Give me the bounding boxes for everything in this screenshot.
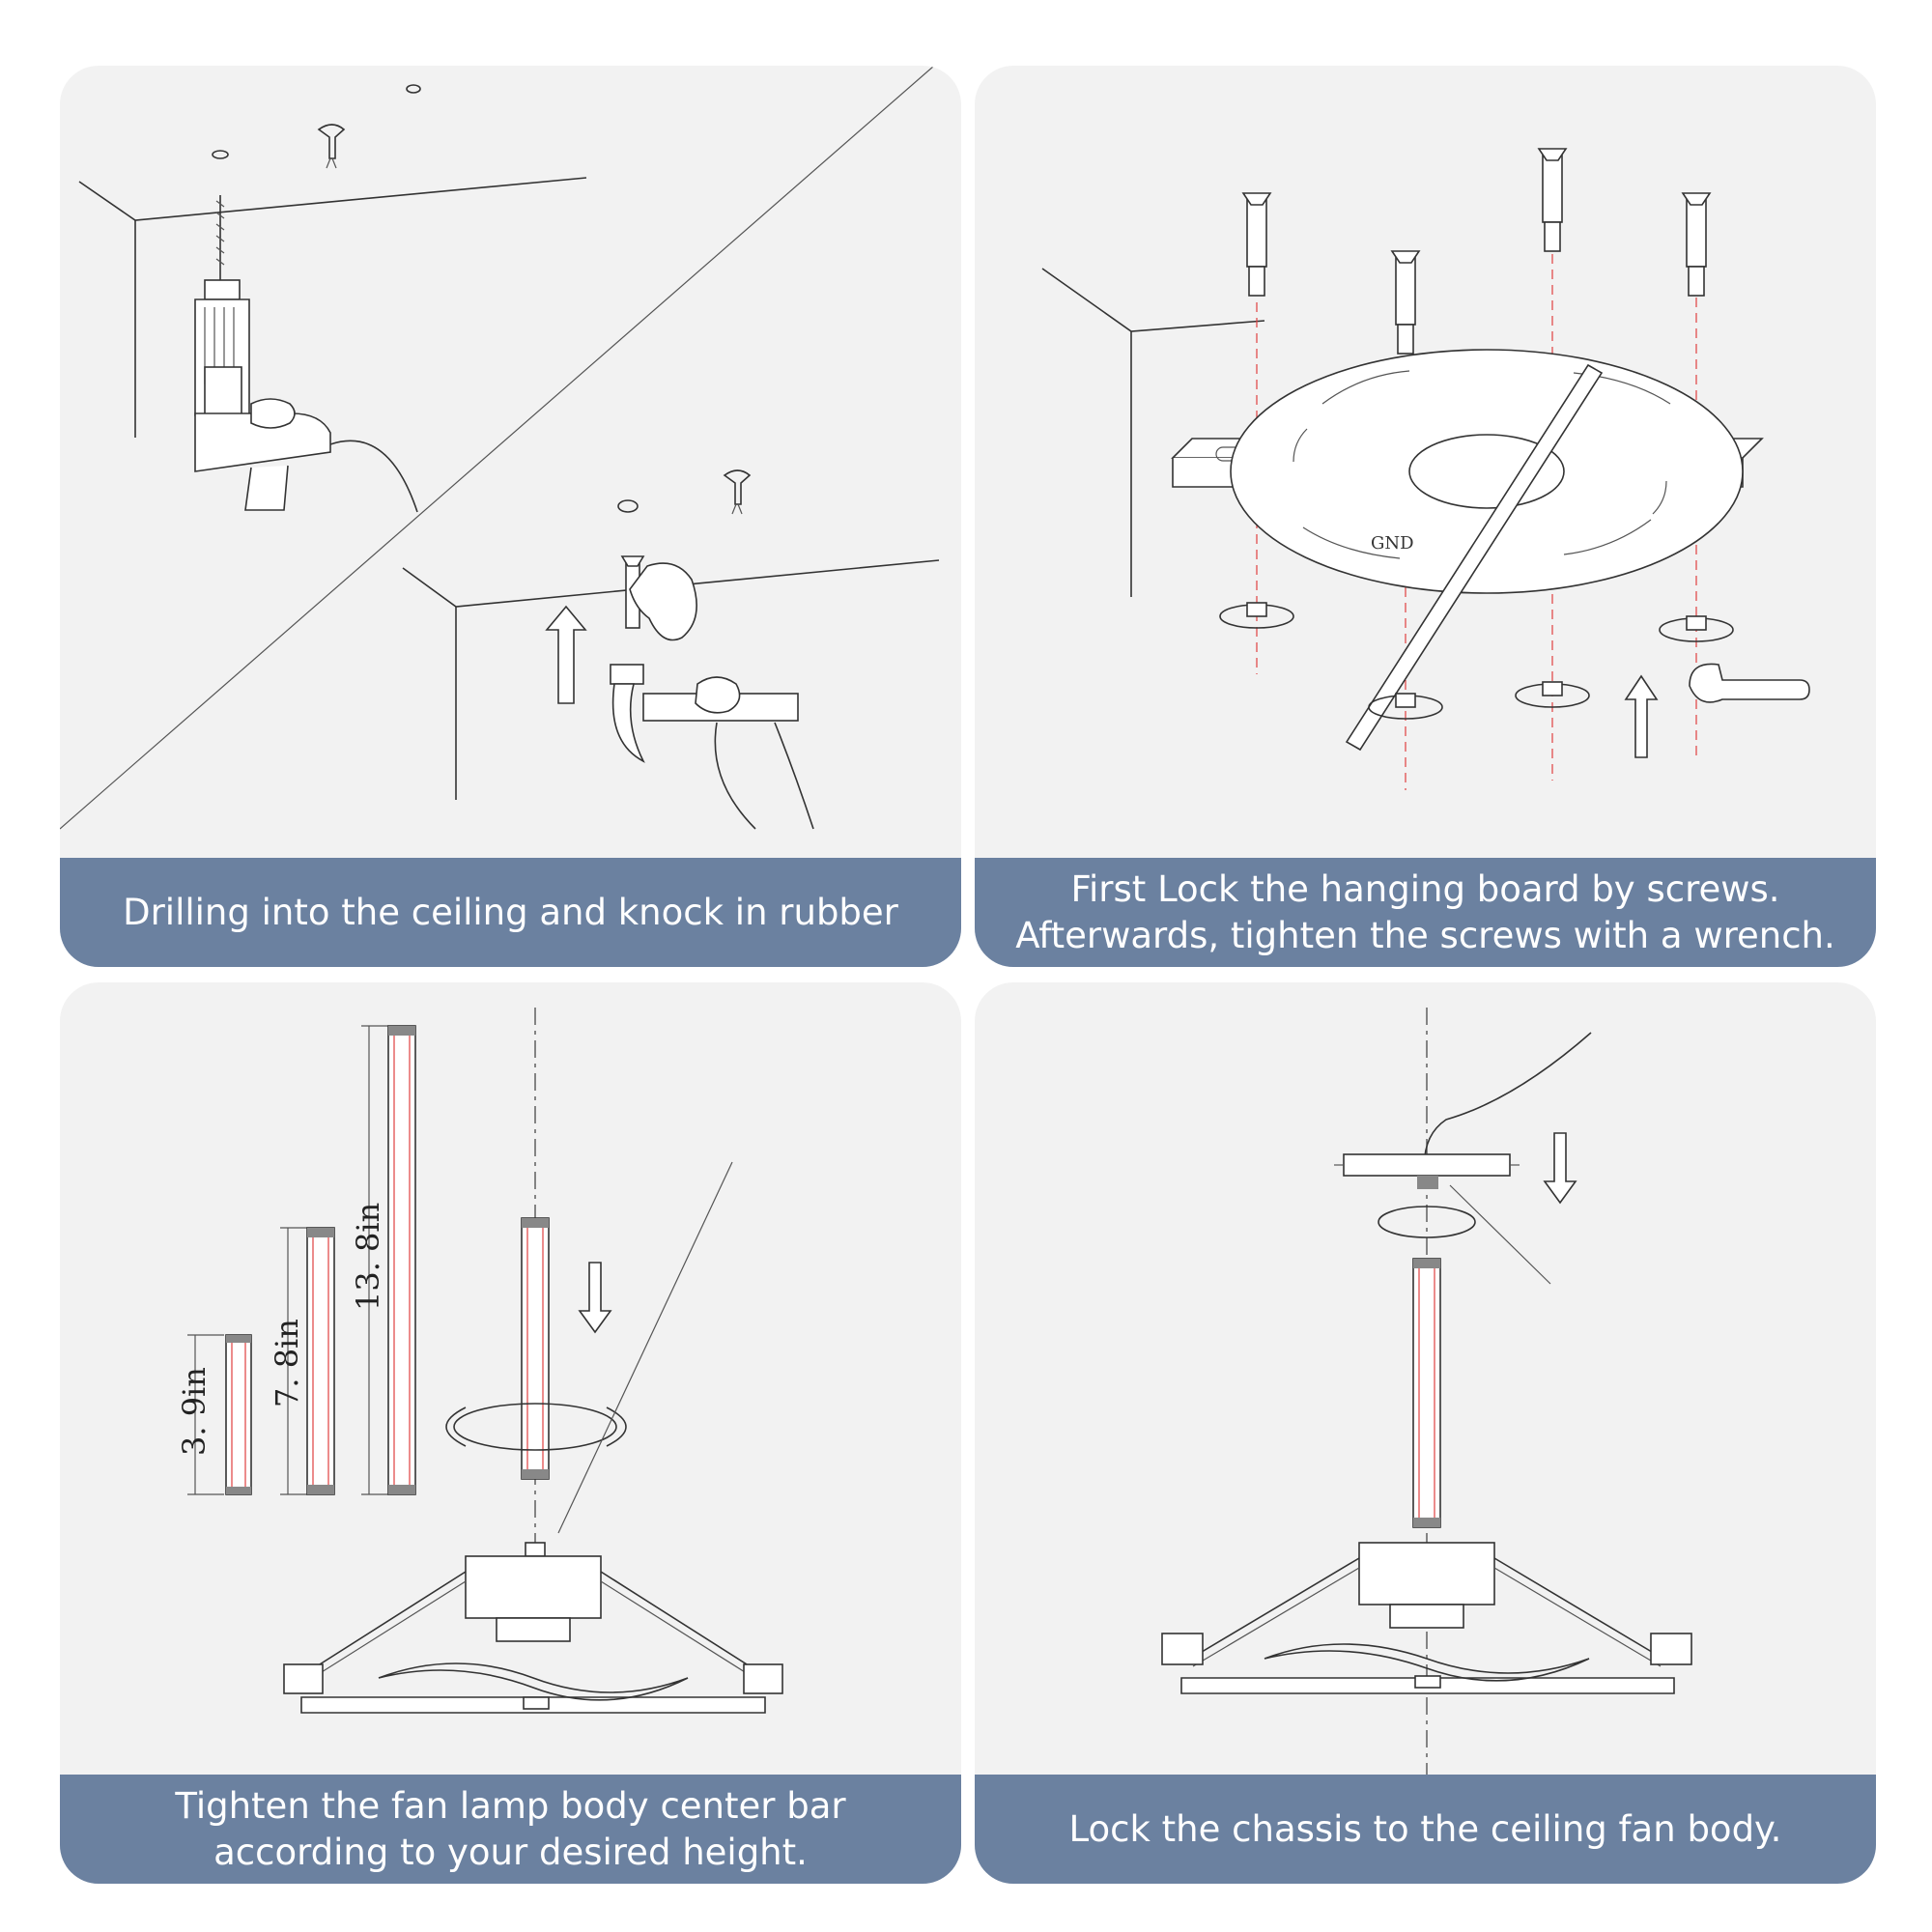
mount-illustration: GND	[975, 66, 1876, 858]
step-caption: Tighten the fan lamp body center bar acc…	[60, 1775, 961, 1884]
screw-anchor-icon-3	[1537, 148, 1568, 252]
arrow-down-icon	[1543, 1132, 1577, 1205]
rotate-icon	[1219, 602, 1294, 629]
chassis-illustration	[975, 982, 1876, 1775]
mounting-plate: GND	[1230, 349, 1744, 594]
arrow-down-icon	[578, 1262, 612, 1334]
fan-body	[1161, 1542, 1692, 1694]
center-bar-illustration: 3. 9in 7. 8in	[60, 982, 961, 1775]
arrow-up-icon	[1624, 674, 1659, 758]
extension-rod-long: 13. 8in	[350, 1025, 416, 1495]
rotate-icon	[1378, 1206, 1476, 1238]
rotate-icon-4	[1659, 615, 1734, 642]
hammer-icon	[610, 664, 814, 830]
step-panel-chassis: Lock the chassis to the ceiling fan body…	[975, 982, 1876, 1884]
caption-line-2: according to your desired height.	[213, 1831, 808, 1873]
step-panel-mount-plate: GND	[975, 66, 1876, 967]
rotate-icon-2	[1368, 693, 1443, 720]
canopy	[1334, 1153, 1520, 1189]
drill-illustration	[60, 66, 961, 858]
drill-icon	[194, 195, 418, 513]
screw-anchor-icon-2	[1390, 250, 1421, 355]
caption-line-1: First Lock the hanging board by screws.	[1070, 867, 1780, 910]
caption-line-1: Drilling into the ceiling and knock in r…	[123, 891, 898, 933]
caption-line-1: Lock the chassis to the ceiling fan body…	[1068, 1807, 1782, 1850]
plate-label: GND	[1371, 533, 1414, 554]
rod-label-long: 13. 8in	[350, 1203, 386, 1311]
ceiling-corner	[78, 177, 587, 438]
step-panel-drill: Drilling into the ceiling and knock in r…	[60, 66, 961, 967]
rod-label-medium: 7. 8in	[269, 1319, 305, 1407]
anchor-icon	[317, 124, 346, 169]
screw-anchor-icon-4	[1681, 192, 1712, 297]
rod-label-short: 3. 9in	[176, 1367, 213, 1456]
extension-rod	[1412, 1258, 1441, 1528]
step-caption: First Lock the hanging board by screws. …	[975, 858, 1876, 967]
step-panel-center-bar: 3. 9in 7. 8in	[60, 982, 961, 1884]
anchor-icon-2	[723, 469, 752, 515]
rotate-icon-3	[1515, 681, 1590, 708]
caption-line-2: Afterwards, tighten the screws with a wr…	[1015, 914, 1835, 956]
extension-rod	[521, 1217, 550, 1480]
extension-rod-short: 3. 9in	[176, 1334, 252, 1495]
rotate-icon	[445, 1403, 627, 1451]
screw-anchor-icon	[1241, 192, 1272, 297]
extension-rod-medium: 7. 8in	[269, 1227, 335, 1495]
ceiling-corner	[1041, 268, 1265, 597]
caption-line-1: Tighten the fan lamp body center bar	[175, 1784, 846, 1827]
fan-body	[283, 1542, 783, 1714]
step-caption: Lock the chassis to the ceiling fan body…	[975, 1775, 1876, 1884]
step-caption: Drilling into the ceiling and knock in r…	[60, 858, 961, 967]
anchor-insert	[620, 555, 697, 641]
wrench-icon	[1689, 663, 1810, 703]
arrow-up-icon	[545, 605, 587, 704]
